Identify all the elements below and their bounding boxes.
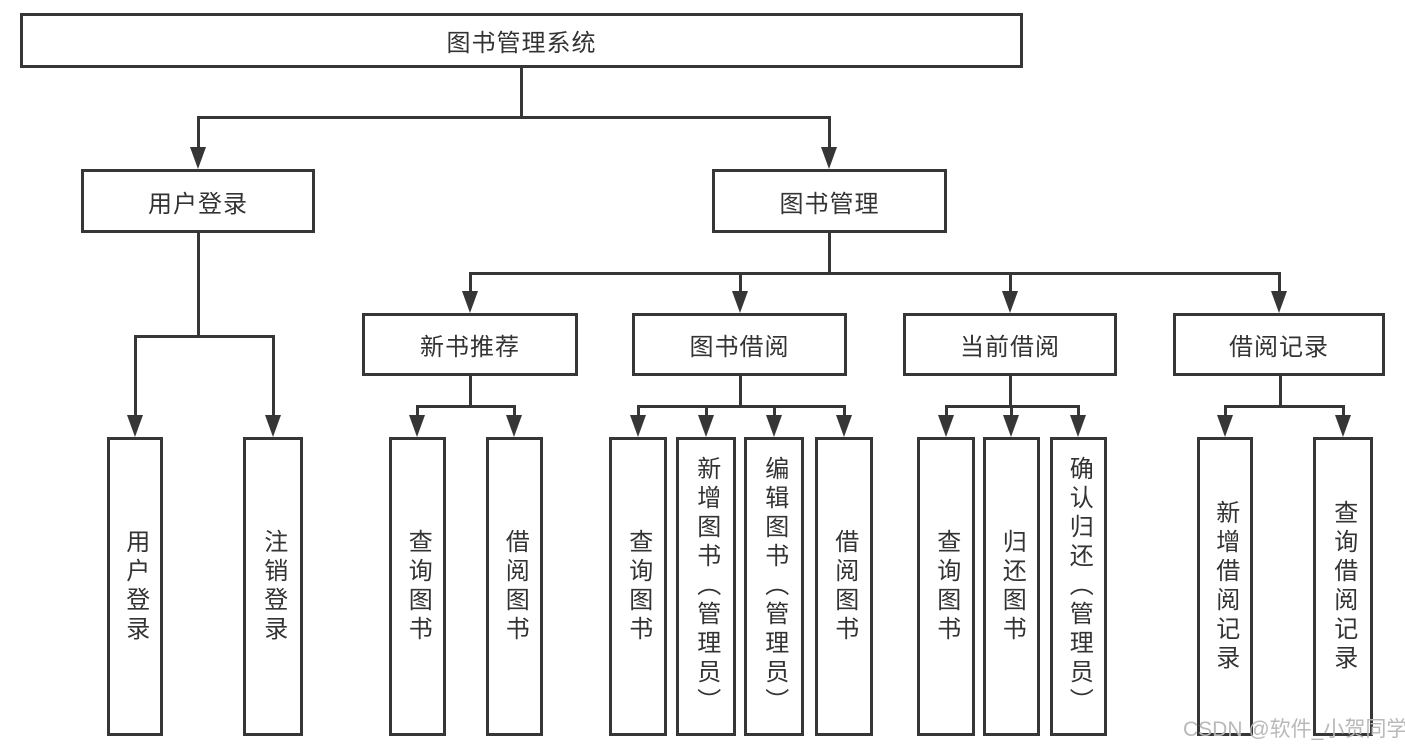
leaf-user-login: 用户登录 — [107, 437, 163, 736]
node-borrow-records-label: 借阅记录 — [1229, 334, 1329, 361]
leaf-cb-query-books-label: 查询图书 — [932, 528, 960, 645]
connector-arrow — [1217, 415, 1233, 437]
leaf-bb-query-books-label: 查询图书 — [624, 528, 652, 645]
connector-line — [636, 404, 846, 408]
connector-line — [468, 273, 472, 292]
connector-line — [196, 117, 200, 148]
connector-line — [416, 404, 516, 408]
connector-arrow — [1003, 415, 1019, 437]
node-book-management-label: 图书管理 — [779, 190, 880, 218]
node-book-management: 图书管理 — [712, 169, 947, 233]
node-book-borrow: 图书借阅 — [632, 313, 847, 376]
leaf-logout: 注销登录 — [243, 437, 303, 736]
connector-arrow — [190, 147, 206, 169]
leaf-cb-confirm-return: 确认归还（管理员） — [1050, 437, 1107, 736]
connector-line — [1223, 404, 1345, 408]
connector-arrow — [1271, 291, 1287, 313]
connector-line — [513, 406, 516, 416]
connector-arrow — [409, 415, 425, 437]
connector-arrow — [836, 415, 852, 437]
node-root: 图书管理系统 — [20, 13, 1023, 68]
connector-arrow — [127, 415, 143, 437]
connector-line — [1008, 376, 1012, 406]
leaf-cb-return-books-label: 归还图书 — [998, 528, 1026, 645]
leaf-nb-query-books: 查询图书 — [389, 437, 446, 736]
connector-line — [944, 406, 948, 416]
leaf-nb-borrow-books-label: 借阅图书 — [501, 528, 529, 645]
leaf-br-query-record-label: 查询借阅记录 — [1329, 499, 1357, 674]
connector-line — [772, 406, 776, 416]
connector-line — [468, 376, 472, 406]
connector-arrow — [1070, 415, 1086, 437]
leaf-bb-borrow-books-label: 借阅图书 — [830, 528, 858, 645]
connector-arrow — [732, 291, 748, 313]
leaf-cb-return-books: 归还图书 — [983, 437, 1040, 736]
leaf-br-query-record: 查询借阅记录 — [1313, 437, 1373, 736]
connector-line — [1223, 406, 1227, 416]
connector-line — [1277, 273, 1281, 292]
node-new-book-recommend: 新书推荐 — [362, 313, 578, 376]
connector-line — [842, 406, 846, 416]
leaf-nb-borrow-books: 借阅图书 — [486, 437, 543, 736]
leaf-br-add-record: 新增借阅记录 — [1197, 437, 1253, 736]
leaf-bb-add-books: 新增图书（管理员） — [676, 437, 736, 736]
connector-arrow — [938, 415, 954, 437]
connector-arrow — [506, 415, 522, 437]
connector-arrow — [821, 147, 837, 169]
connector-line — [1278, 376, 1282, 406]
leaf-cb-query-books: 查询图书 — [917, 437, 975, 736]
node-borrow-records: 借阅记录 — [1173, 313, 1385, 376]
connector-line — [827, 117, 831, 148]
connector-line — [738, 376, 742, 406]
node-current-borrow-label: 当前借阅 — [960, 334, 1060, 361]
connector-arrow — [462, 291, 478, 313]
connector-arrow — [630, 415, 646, 437]
connector-line — [196, 233, 200, 336]
connector-line — [416, 406, 419, 416]
connector-line — [133, 334, 275, 338]
connector-arrow — [1002, 291, 1018, 313]
connector-arrow — [265, 415, 281, 437]
connector-arrow — [698, 415, 714, 437]
connector-line — [133, 336, 137, 416]
connector-line — [636, 406, 640, 416]
node-new-book-recommend-label: 新书推荐 — [420, 334, 520, 361]
connector-line — [738, 273, 742, 292]
leaf-bb-add-books-label: 新增图书（管理员） — [692, 456, 720, 717]
connector-line — [1008, 273, 1012, 292]
leaf-br-add-record-label: 新增借阅记录 — [1211, 499, 1239, 674]
leaf-user-login-label: 用户登录 — [121, 528, 149, 645]
connector-line — [196, 115, 831, 119]
connector-line — [271, 336, 275, 416]
connector-line — [468, 271, 1281, 275]
node-book-borrow-label: 图书借阅 — [689, 334, 790, 361]
connector-arrow — [766, 415, 782, 437]
connector-line — [1009, 406, 1013, 416]
connector-line — [827, 233, 831, 273]
connector-line — [1076, 406, 1080, 416]
node-user-login: 用户登录 — [81, 169, 315, 233]
leaf-bb-edit-books: 编辑图书（管理员） — [744, 437, 804, 736]
node-root-label: 图书管理系统 — [446, 30, 597, 57]
connector-line — [519, 68, 523, 117]
connector-line — [1341, 406, 1345, 416]
leaf-bb-borrow-books: 借阅图书 — [815, 437, 873, 736]
csdn-watermark: CSDN @软件_小贺同学 — [1183, 718, 1405, 741]
leaf-cb-confirm-return-label: 确认归还（管理员） — [1065, 456, 1093, 717]
node-current-borrow: 当前借阅 — [903, 313, 1117, 376]
node-user-login-label: 用户登录 — [148, 190, 248, 218]
connector-line — [704, 406, 708, 416]
leaf-bb-query-books: 查询图书 — [609, 437, 667, 736]
leaf-bb-edit-books-label: 编辑图书（管理员） — [760, 456, 788, 717]
leaf-logout-label: 注销登录 — [259, 528, 287, 645]
leaf-nb-query-books-label: 查询图书 — [404, 528, 432, 645]
connector-arrow — [1335, 415, 1351, 437]
